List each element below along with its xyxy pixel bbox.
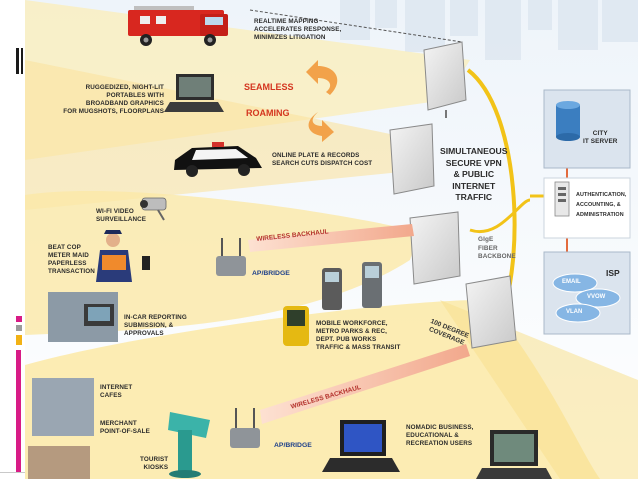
merchant-label: MERCHANT POINT-OF-SALE xyxy=(100,420,150,435)
access-point-panel-2 xyxy=(389,123,435,195)
ap-bridge-device-2 xyxy=(230,408,260,448)
slide-left-pink-bar xyxy=(16,350,21,472)
seamless-label: SEAMLESS xyxy=(244,82,294,92)
in-car-reporting-label: IN-CAR REPORTING SUBMISSION, & APPROVALS xyxy=(124,314,187,337)
fiber-backbone-label: GIgE FIBER BACKBONE xyxy=(478,236,516,260)
wireless-backhaul-band-2 xyxy=(260,344,470,424)
wireless-backhaul-band-1 xyxy=(248,224,414,252)
city-skyline xyxy=(340,0,638,60)
database-icon xyxy=(556,101,580,141)
coverage-beam-4 xyxy=(25,300,600,479)
roaming-arrow-down xyxy=(308,112,334,142)
roaming-arrow-up xyxy=(306,60,338,95)
in-car-screen xyxy=(88,307,110,321)
nomadic-users-label: NOMADIC BUSINESS, EDUCATIONAL & RECREATI… xyxy=(406,424,474,447)
bottom-laptop-2 xyxy=(476,430,552,479)
police-car-icon xyxy=(174,142,262,177)
beat-cop-icon xyxy=(96,230,150,282)
isp-clouds xyxy=(552,273,621,323)
slide-left-bar-top xyxy=(16,48,19,74)
cloud-label-3: VLAN xyxy=(566,309,583,315)
tourist-kiosks-label: TOURIST KIOSKS xyxy=(140,456,169,471)
access-point-panel-3 xyxy=(409,211,461,285)
slide-left-pink-square xyxy=(16,316,22,322)
bottom-laptop-1 xyxy=(322,420,400,472)
online-plate-label: ONLINE PLATE & RECORDS SEARCH CUTS DISPA… xyxy=(272,152,373,167)
slide-left-bar-top-2 xyxy=(21,48,23,74)
ap-bridge-label-2: AP/BRIDGE xyxy=(274,442,312,449)
ap-bridge-device-1 xyxy=(216,238,246,276)
cloud-label-2: VVOW xyxy=(587,294,606,300)
beat-cop-label: BEAT COP METER MAID PAPERLESS TRANSACTIO… xyxy=(48,244,95,275)
laptop-icon xyxy=(164,74,224,112)
slide-left-gray-square xyxy=(16,325,22,331)
top-dashed-link xyxy=(249,9,463,43)
tourist-photo xyxy=(28,446,90,479)
handheld-devices xyxy=(283,262,382,346)
mobile-workforce-label: MOBILE WORKFORCE, METRO PARKS & REC, DEP… xyxy=(316,320,401,351)
cloud-label-1: EMAIL xyxy=(562,279,581,285)
kiosk-icon xyxy=(168,412,210,478)
internet-cafes-label: INTERNET CAFES xyxy=(100,384,133,399)
fire-truck-icon xyxy=(128,6,228,46)
slide-left-yellow-square xyxy=(16,335,22,345)
wifi-video-label: WI-FI VIDEO SURVEILLANCE xyxy=(96,208,147,223)
fiber-link xyxy=(469,198,531,234)
vpn-traffic-label: SIMULTANEOUS SECURE VPN & PUBLIC INTERNE… xyxy=(440,146,508,202)
access-point-panel-4 xyxy=(465,275,517,349)
realtime-mapping-label: REALTIME MAPPING ACCELERATES RESPONSE, M… xyxy=(254,18,342,41)
ruggedized-portables-label: RUGGEDIZED, NIGHT-LIT PORTABLES WITH BRO… xyxy=(63,84,164,115)
internet-cafe-photo xyxy=(32,378,94,436)
access-point-panel-1 xyxy=(423,41,467,118)
surveillance-camera-icon xyxy=(140,197,167,221)
isp-label: ISP xyxy=(606,268,620,278)
roaming-label: ROAMING xyxy=(246,108,290,118)
ap-bridge-label-1: AP/BRIDGE xyxy=(252,270,290,277)
city-server-label: CITY IT SERVER xyxy=(583,130,618,145)
coverage-beam-2 xyxy=(25,60,420,210)
auth-switch-icon xyxy=(554,181,570,217)
auth-label: AUTHENTICATION, ACCOUNTING, & ADMINISTRA… xyxy=(576,192,627,218)
